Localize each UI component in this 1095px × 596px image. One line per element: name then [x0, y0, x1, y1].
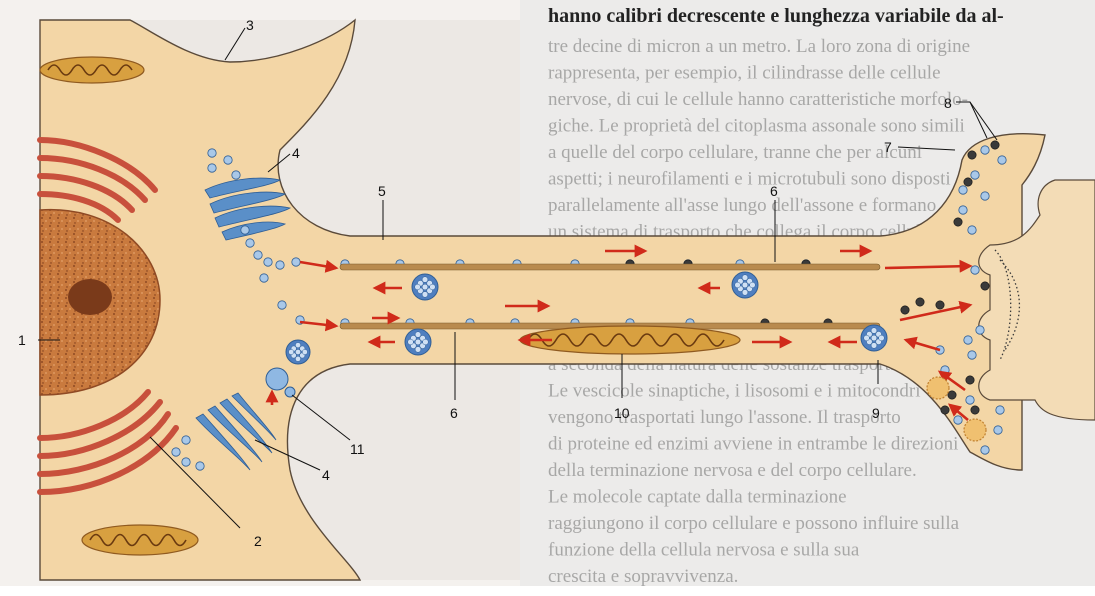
multivesicular-body — [861, 325, 887, 351]
background-text-line: a quelle del corpo cellulare, tranne che… — [548, 142, 922, 163]
background-text-line: crescita e sopravvivenza. — [548, 566, 738, 587]
dense-core-vesicle — [916, 298, 924, 306]
dense-core-vesicle — [964, 178, 972, 186]
multivesicular-body — [405, 329, 431, 355]
multivesicular-body — [732, 272, 758, 298]
microtubule-upper — [340, 264, 880, 270]
background-text-line: di proteine ed enzimi avviene in entramb… — [548, 434, 958, 455]
axonal-mitochondrion — [520, 326, 740, 354]
background-text-line: della terminazione nervosa e del corpo c… — [548, 460, 917, 481]
vesicle — [966, 396, 974, 404]
vesicle — [959, 206, 967, 214]
background-text-line: Le vescicole sinaptiche, i lisosomi e i … — [548, 381, 921, 402]
multivesicular-body — [286, 340, 310, 364]
label-rough-er: 2 — [254, 533, 262, 549]
label-golgi-upper: 4 — [292, 145, 300, 161]
vesicle — [278, 301, 286, 309]
background-text-line: tre decine di micron a un metro. La loro… — [548, 36, 970, 57]
mitochondrion-top — [40, 57, 144, 83]
nucleolus — [68, 279, 112, 315]
vesicle — [224, 156, 232, 164]
background-text-line: raggiungono il corpo cellulare e possono… — [548, 513, 960, 534]
label-microtubule-upper: 6 — [770, 183, 778, 199]
vesicle — [996, 406, 1004, 414]
dense-core-vesicle — [948, 391, 956, 399]
background-text-line: nervose, di cui le cellule hanno caratte… — [548, 89, 968, 110]
vesicle — [246, 239, 254, 247]
vesicle — [182, 436, 190, 444]
vesicle — [959, 186, 967, 194]
label-golgi-lower: 4 — [322, 467, 330, 483]
vesicle — [994, 426, 1002, 434]
dense-core-vesicle — [941, 406, 949, 414]
vesicle — [292, 258, 300, 266]
vesicle — [954, 416, 962, 424]
lysosome — [266, 368, 288, 390]
vesicle — [172, 448, 180, 456]
vesicle — [981, 446, 989, 454]
dense-core-vesicle — [968, 151, 976, 159]
scan-bottom-edge — [0, 586, 1095, 596]
background-text-line: funzione della cellula nervosa e sulla s… — [548, 540, 860, 561]
label-nucleus: 1 — [18, 332, 26, 348]
multivesicular-body — [412, 274, 438, 300]
label-lysosome: 11 — [350, 441, 365, 457]
vesicle — [981, 146, 989, 154]
vesicle — [971, 171, 979, 179]
label-axon: 5 — [378, 183, 386, 199]
background-text-line: parallelamente all'asse lungo dell'asson… — [548, 195, 936, 216]
label-synaptic-vesicles: 8 — [944, 95, 952, 111]
vesicle — [241, 226, 249, 234]
background-text-line: vengono trasportati lungo l'assone. Il t… — [548, 407, 901, 428]
vesicle — [254, 251, 262, 259]
vesicle — [976, 326, 984, 334]
vesicle — [208, 149, 216, 157]
vesicle — [964, 336, 972, 344]
vesicle — [981, 192, 989, 200]
vesicle — [232, 171, 240, 179]
vesicle — [196, 462, 204, 470]
vesicle — [998, 156, 1006, 164]
background-text-line: rappresenta, per esempio, il cilindrasse… — [548, 63, 941, 84]
page-header-fragment: hanno calibri decrescente e lunghezza va… — [548, 5, 1004, 27]
dense-core-vesicle — [901, 306, 909, 314]
mitochondrion-bottom — [82, 525, 198, 555]
lysosome-bud — [285, 387, 295, 397]
vesicle — [260, 274, 268, 282]
label-mitochondrion: 10 — [614, 405, 630, 421]
dense-core-vesicle — [966, 376, 974, 384]
label-terminal: 7 — [884, 139, 892, 155]
background-text-line: Le molecole captate dalla terminazione — [548, 487, 847, 508]
label-multivesicular-body: 9 — [872, 405, 880, 421]
label-cell-membrane: 3 — [246, 17, 254, 33]
vesicle — [264, 258, 272, 266]
vesicle — [276, 261, 284, 269]
vesicle — [971, 266, 979, 274]
label-microtubule-lower: 6 — [450, 405, 458, 421]
dense-core-vesicle — [991, 141, 999, 149]
vesicle — [182, 458, 190, 466]
vesicle — [968, 351, 976, 359]
background-text-line: giche. Le proprietà del citoplasma asson… — [548, 116, 965, 137]
dense-core-vesicle — [954, 218, 962, 226]
vesicle — [208, 164, 216, 172]
dense-core-vesicle — [971, 406, 979, 414]
dense-core-vesicle — [981, 282, 989, 290]
dense-core-vesicle — [936, 301, 944, 309]
background-text-line: aspetti; i neurofilamenti e i microtubul… — [548, 169, 951, 190]
vesicle — [968, 226, 976, 234]
